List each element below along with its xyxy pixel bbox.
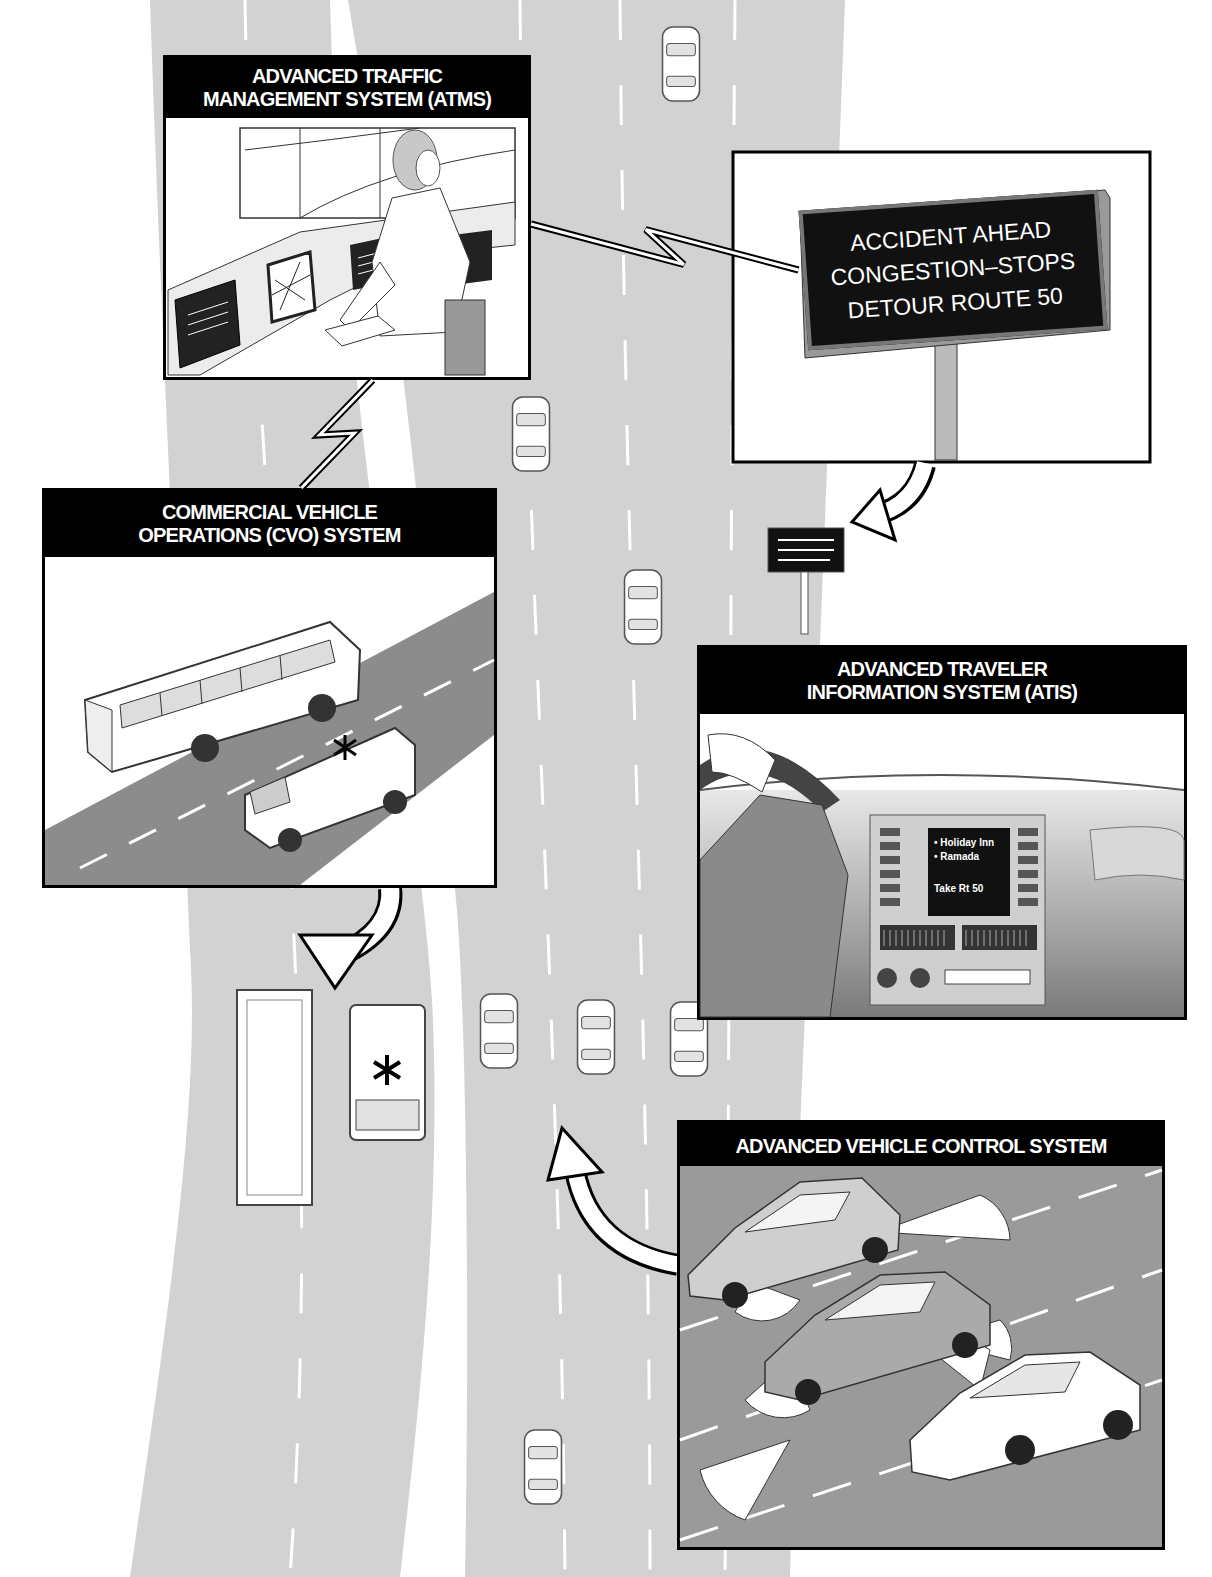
roadside-sign xyxy=(768,528,844,572)
lightning-core xyxy=(531,224,798,270)
system-panel: COMMERCIAL VEHICLE OPERATIONS (CVO) SYST… xyxy=(42,488,497,888)
car xyxy=(625,570,662,644)
panel-title: ADVANCED TRAVELER INFORMATION SYSTEM (AT… xyxy=(770,658,1115,704)
sign-panel-frame xyxy=(733,152,1150,462)
lightning-outline xyxy=(301,380,372,488)
pointer-arrow-head xyxy=(852,490,895,540)
pointer-arrow-head xyxy=(300,935,372,988)
car xyxy=(513,397,550,471)
bus-top xyxy=(237,990,312,1205)
system-panel: ADVANCED TRAFFIC MANAGEMENT SYSTEM (ATMS… xyxy=(163,55,531,380)
sign-pole xyxy=(935,335,957,460)
lane-marking xyxy=(620,0,650,1577)
system-panel: ADVANCED TRAVELER INFORMATION SYSTEM (AT… xyxy=(697,645,1187,1020)
panel-title: ADVANCED VEHICLE CONTROL SYSTEM xyxy=(735,1135,1106,1158)
ambulance-star xyxy=(374,1055,400,1085)
car xyxy=(578,1000,615,1074)
bus-roof xyxy=(247,1000,302,1195)
pointer-arrow-head xyxy=(548,1128,602,1180)
ambulance-top xyxy=(350,1005,425,1140)
roadside-sign-lines xyxy=(778,540,834,560)
message-sign: ACCIDENT AHEAD CONGESTION–STOPS DETOUR R… xyxy=(798,190,1107,351)
panel-title: ADVANCED TRAFFIC MANAGEMENT SYSTEM (ATMS… xyxy=(187,65,507,111)
screen-text: Take Rt 50 xyxy=(934,884,983,894)
lightning-outline xyxy=(531,224,798,270)
lightning-link xyxy=(301,380,372,488)
panel-title: COMMERCIAL VEHICLE OPERATIONS (CVO) SYST… xyxy=(105,501,435,547)
system-panel: ADVANCED VEHICLE CONTROL SYSTEM xyxy=(677,1120,1165,1550)
title-bar: ADVANCED TRAFFIC MANAGEMENT SYSTEM (ATMS… xyxy=(166,58,528,118)
title-bar: COMMERCIAL VEHICLE OPERATIONS (CVO) SYST… xyxy=(45,491,494,557)
screen-text: • Ramada xyxy=(934,852,979,862)
screen-text: • Holiday Inn xyxy=(934,838,994,848)
roadside-sign-post xyxy=(801,572,808,634)
title-bar: ADVANCED VEHICLE CONTROL SYSTEM xyxy=(680,1123,1162,1169)
sign-message: ACCIDENT AHEAD CONGESTION–STOPS DETOUR R… xyxy=(812,210,1094,329)
pointer-arrow-shaft xyxy=(575,1170,680,1265)
ambulance-cab xyxy=(356,1100,419,1130)
car xyxy=(525,1430,562,1504)
lightning-link xyxy=(531,224,798,270)
car xyxy=(663,27,700,101)
lightning-core xyxy=(301,380,372,488)
car xyxy=(481,994,518,1068)
title-bar: ADVANCED TRAVELER INFORMATION SYSTEM (AT… xyxy=(700,648,1184,714)
